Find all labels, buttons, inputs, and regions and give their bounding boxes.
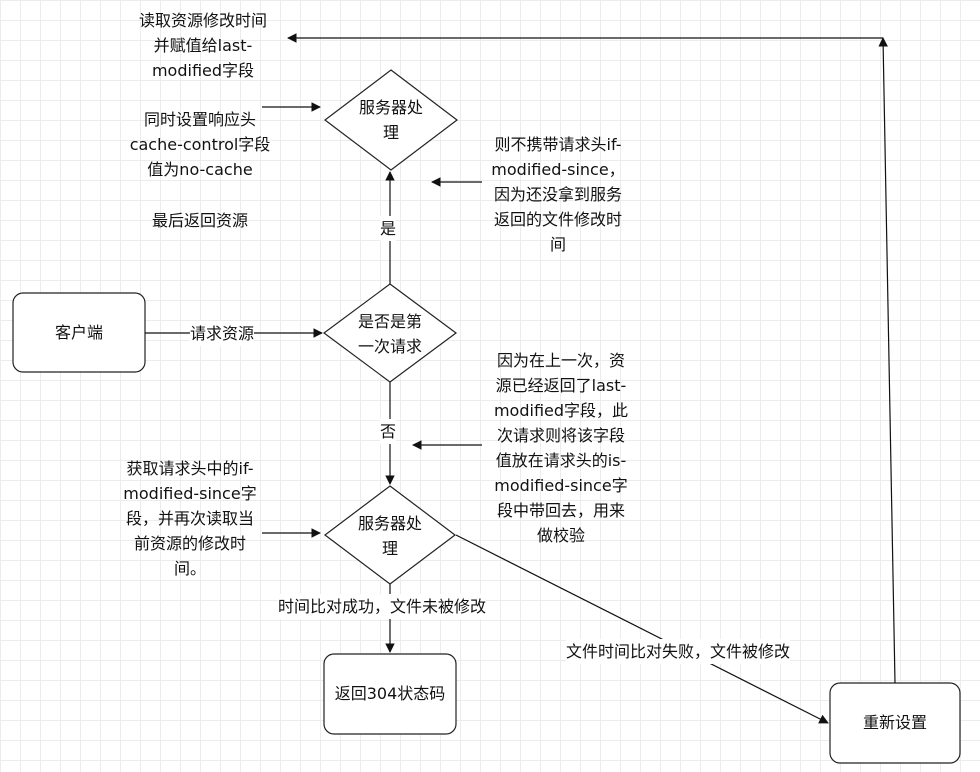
note-second-request-line-2: 源已经返回了last-	[495, 376, 627, 395]
note-set-header: 同时设置响应头 cache-control字段 值为no-cache	[110, 107, 290, 182]
client-label: 客户端	[54, 323, 103, 342]
return-304-label: 返回304状态码	[334, 684, 446, 703]
server-top-line-2: 理	[382, 123, 399, 142]
edge-to-reset	[455, 534, 829, 724]
server-bottom-line-2: 理	[381, 539, 398, 558]
note-set-header-line-2: cache-control字段	[129, 135, 271, 154]
first-request-line-2: 一次请求	[357, 337, 422, 356]
note-second-request-line-7: 段中带回去，用来	[496, 501, 625, 520]
note-second-request-line-5: 值放在请求头的is-	[495, 451, 627, 470]
edge-label-yes: 是	[380, 216, 397, 241]
edge-reset-loop	[878, 37, 896, 684]
note-no-if-modified-line-4: 返回的文件修改时	[493, 210, 622, 229]
note-second-request-line-8: 做校验	[536, 526, 585, 545]
note-get-header-line-2: modified-since字	[123, 484, 257, 503]
server-top-label: 服务器处 理	[341, 95, 441, 145]
edge-label-request: 请求资源	[190, 321, 255, 346]
first-request-label: 是否是第 一次请求	[340, 309, 440, 359]
server-top-diamond[interactable]	[324, 69, 458, 171]
reset-label: 重新设置	[862, 713, 927, 732]
note-no-if-modified: 则不携带请求头if- modified-since， 因为还没拿到服务 返回的文…	[478, 132, 638, 257]
note-no-if-modified-line-2: modified-since，	[491, 160, 625, 179]
return-304-node[interactable]	[323, 653, 457, 735]
note-no-if-modified-line-1: 则不携带请求头if-	[494, 135, 622, 154]
note-read-mtime-line-1: 读取资源修改时间	[138, 11, 267, 30]
note-get-header-line-5: 间。	[173, 559, 206, 578]
note-second-request-line-1: 因为在上一次，资	[496, 351, 625, 370]
note-get-header-line-3: 段，并再次读取当	[125, 509, 254, 528]
note-get-header-line-1: 获取请求头中的if-	[126, 459, 254, 478]
first-request-line-1: 是否是第	[357, 312, 422, 331]
note-read-mtime-line-3: modified字段	[151, 61, 255, 80]
server-bottom-line-1: 服务器处	[357, 514, 422, 533]
edge-label-fail: 文件时间比对失败，文件被修改	[566, 639, 791, 664]
note-second-request: 因为在上一次，资 源已经返回了last- modified字段，此 次请求则将该…	[476, 348, 646, 548]
server-bottom-label: 服务器处 理	[340, 511, 440, 561]
note-read-mtime: 读取资源修改时间 并赋值给last- modified字段	[118, 8, 288, 83]
note-return-last: 最后返回资源	[151, 211, 248, 230]
note-second-request-line-6: modified-since字	[494, 476, 628, 495]
note-get-header: 获取请求头中的if- modified-since字 段，并再次读取当 前资源的…	[110, 456, 270, 581]
note-second-request-line-4: 次请求则将该字段	[496, 426, 625, 445]
note-second-request-line-3: modified字段，此	[493, 401, 629, 420]
edge-label-success: 时间比对成功，文件未被修改	[278, 594, 487, 619]
note-read-mtime-line-2: 并赋值给last-	[153, 36, 253, 55]
note-set-header-line-3: 值为no-cache	[147, 160, 253, 179]
note-set-header-line-1: 同时设置响应头	[143, 110, 256, 129]
note-no-if-modified-line-3: 因为还没拿到服务	[493, 185, 622, 204]
note-no-if-modified-line-5: 间	[549, 235, 566, 254]
edge-label-no: 否	[380, 419, 397, 444]
server-top-line-1: 服务器处	[358, 98, 423, 117]
note-get-header-line-4: 前资源的修改时	[133, 534, 246, 553]
